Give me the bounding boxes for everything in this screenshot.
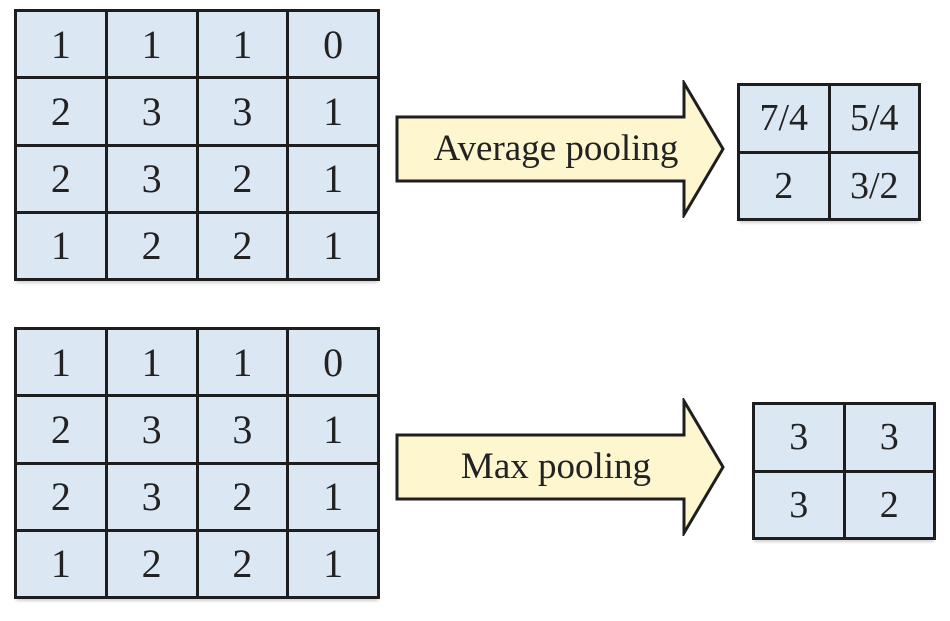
avg-pool-output-matrix: 7/4 5/4 2 3/2 xyxy=(737,83,921,221)
matrix-cell: 3 xyxy=(755,472,843,537)
matrix-cell: 3 xyxy=(107,464,196,529)
avg-pooling-arrow: Average pooling xyxy=(394,80,726,218)
matrix-cell: 1 xyxy=(107,12,196,77)
matrix-cell: 2 xyxy=(198,213,287,278)
matrix-cell: 1 xyxy=(289,397,377,462)
matrix-cell: 2 xyxy=(107,213,196,278)
matrix-cell: 2 xyxy=(740,153,828,218)
matrix-cell: 1 xyxy=(17,213,105,278)
avg-pool-input-matrix: 1 1 1 0 2 3 3 1 2 3 2 1 1 2 2 1 xyxy=(14,9,380,281)
matrix-cell: 7/4 xyxy=(740,86,828,151)
max-pool-output-matrix: 3 3 3 2 xyxy=(752,402,936,540)
matrix-cell: 2 xyxy=(17,397,105,462)
matrix-cell: 3 xyxy=(198,79,287,144)
max-pooling-label: Max pooling xyxy=(460,446,652,487)
matrix-cell: 3 xyxy=(845,405,933,470)
matrix-cell: 0 xyxy=(289,330,377,395)
matrix-cell: 1 xyxy=(289,146,377,211)
right-arrow-icon xyxy=(395,80,725,218)
matrix-cell: 1 xyxy=(17,12,105,77)
matrix-cell: 1 xyxy=(289,79,377,144)
matrix-cell: 3 xyxy=(755,405,843,470)
max-pool-input-matrix: 1 1 1 0 2 3 3 1 2 3 2 1 1 2 2 1 xyxy=(14,327,380,599)
matrix-cell: 2 xyxy=(17,464,105,529)
matrix-cell: 3 xyxy=(107,79,196,144)
matrix-cell: 1 xyxy=(198,12,287,77)
matrix-cell: 2 xyxy=(198,464,287,529)
matrix-cell: 2 xyxy=(17,79,105,144)
max-pooling-arrow: Max pooling xyxy=(394,398,726,536)
matrix-cell: 2 xyxy=(198,531,287,596)
matrix-cell: 1 xyxy=(289,213,377,278)
matrix-cell: 2 xyxy=(17,146,105,211)
right-arrow-icon xyxy=(395,398,725,536)
matrix-cell: 5/4 xyxy=(830,86,918,151)
matrix-cell: 1 xyxy=(289,531,377,596)
matrix-cell: 0 xyxy=(289,12,377,77)
matrix-cell: 2 xyxy=(107,531,196,596)
matrix-cell: 2 xyxy=(198,146,287,211)
avg-pooling-label: Average pooling xyxy=(433,128,679,169)
matrix-cell: 3 xyxy=(198,397,287,462)
matrix-cell: 2 xyxy=(845,472,933,537)
matrix-cell: 1 xyxy=(107,330,196,395)
matrix-cell: 1 xyxy=(17,330,105,395)
matrix-cell: 1 xyxy=(17,531,105,596)
matrix-cell: 1 xyxy=(198,330,287,395)
matrix-cell: 3/2 xyxy=(830,153,918,218)
matrix-cell: 1 xyxy=(289,464,377,529)
matrix-cell: 3 xyxy=(107,146,196,211)
matrix-cell: 3 xyxy=(107,397,196,462)
